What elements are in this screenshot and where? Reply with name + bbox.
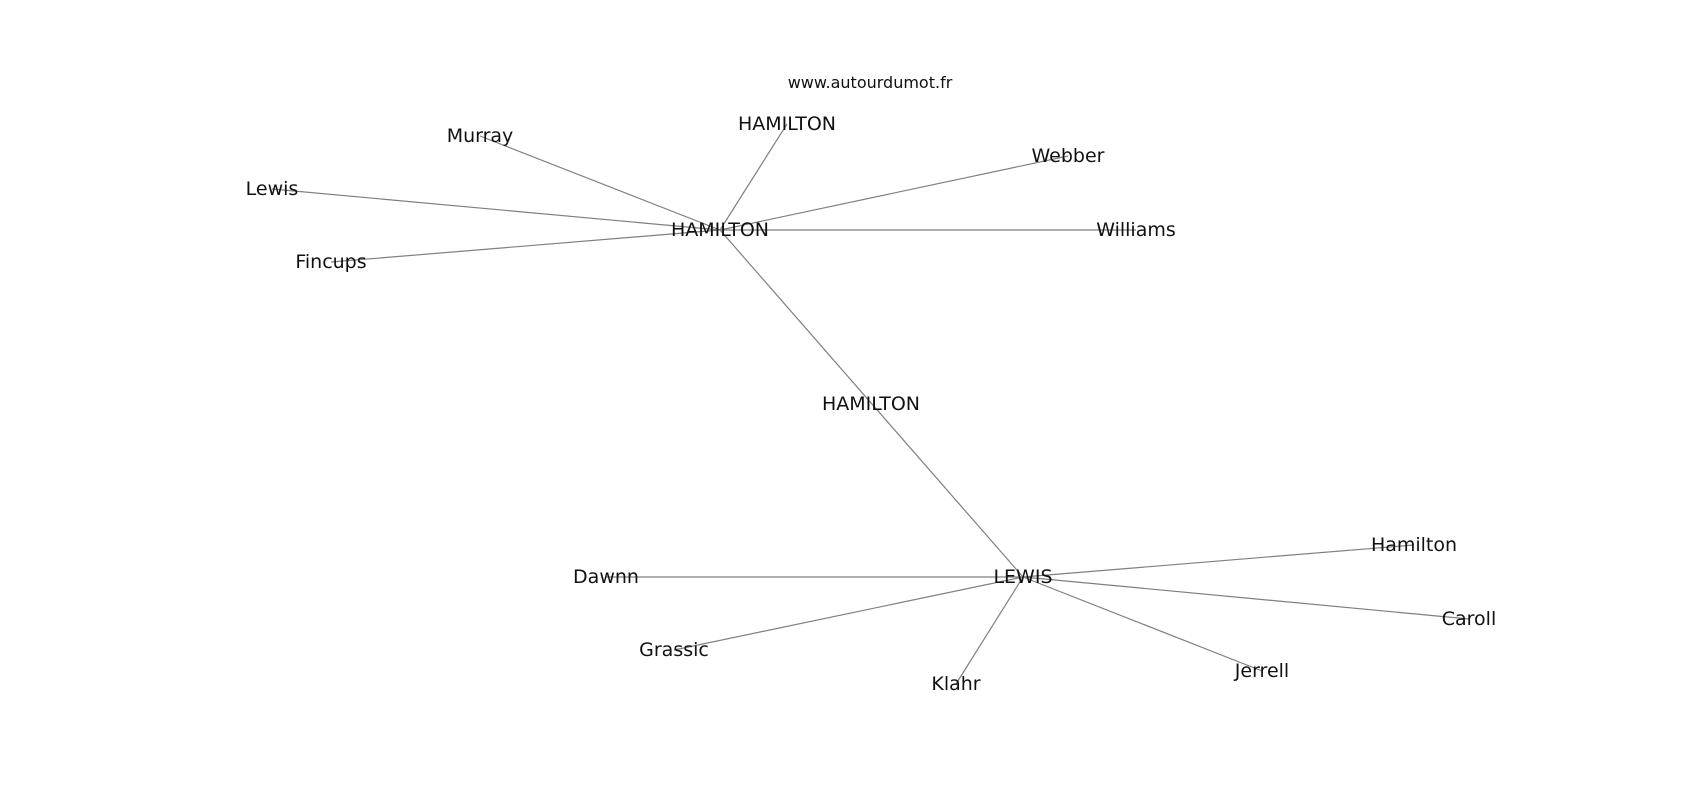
node-label-murray[interactable]: Murray	[447, 125, 514, 147]
edge-lewis_main-grassic	[673, 576, 1024, 651]
node-label-jerrell[interactable]: Jerrell	[1234, 660, 1289, 682]
node-label-hamilton_top[interactable]: HAMILTON	[738, 113, 836, 135]
edges-layer	[271, 123, 1470, 685]
node-label-lewis_main[interactable]: LEWIS	[993, 566, 1052, 588]
node-label-williams[interactable]: Williams	[1096, 219, 1176, 241]
edge-hamilton_main-lewis_main	[719, 229, 1024, 578]
node-label-webber[interactable]: Webber	[1032, 145, 1105, 167]
edge-hamilton_main-lewis_small	[271, 188, 721, 231]
node-label-fincups[interactable]: Fincups	[295, 251, 366, 273]
node-label-hamilton_main[interactable]: HAMILTON	[671, 219, 769, 241]
edge-lewis_main-hamilton_small	[1022, 544, 1415, 578]
edge-hamilton_main-hamilton_top	[719, 123, 788, 231]
node-label-hamilton_mid[interactable]: HAMILTON	[822, 393, 920, 415]
edge-lewis_main-klahr	[955, 576, 1024, 685]
node-label-caroll[interactable]: Caroll	[1442, 608, 1497, 630]
site-watermark: www.autourdumot.fr	[788, 73, 953, 92]
edge-hamilton_main-fincups	[330, 229, 721, 263]
node-label-lewis_small[interactable]: Lewis	[246, 178, 299, 200]
edge-lewis_main-caroll	[1022, 576, 1470, 620]
edge-hamilton_main-murray	[479, 135, 721, 231]
node-label-hamilton_small[interactable]: Hamilton	[1371, 534, 1457, 556]
node-label-dawnn[interactable]: Dawnn	[573, 566, 639, 588]
edge-lewis_main-jerrell	[1022, 576, 1263, 672]
node-label-klahr[interactable]: Klahr	[931, 673, 980, 695]
edge-hamilton_main-webber	[719, 155, 1069, 231]
node-label-grassic[interactable]: Grassic	[639, 639, 709, 661]
